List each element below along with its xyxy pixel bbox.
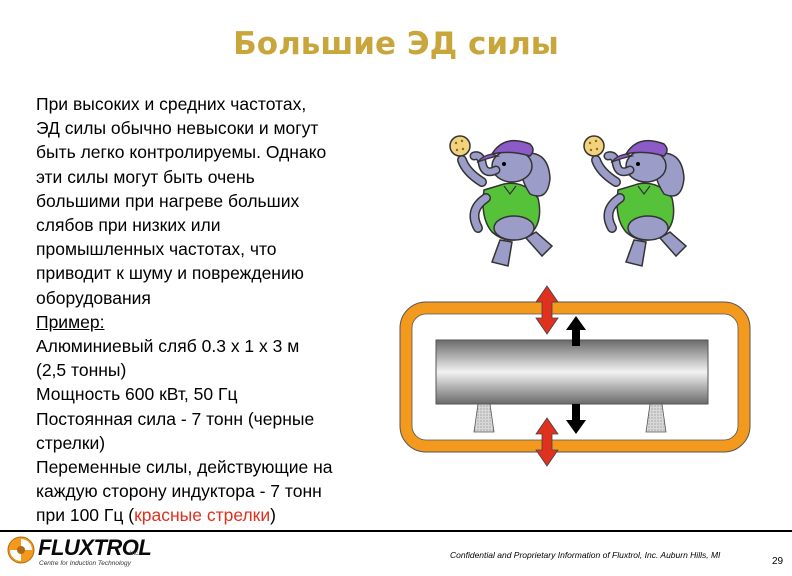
body-line: ЭД силы обычно невысоки и могут [36,118,319,139]
confidential-notice: Confidential and Proprietary Information… [450,550,721,560]
body-line: приводит к шуму и повреждению [36,263,304,284]
body-line: При высоких и средних частотах, [36,94,307,114]
example-line: Постоянная сила - 7 тонн (черные [36,408,315,429]
example-line: Мощность 600 кВт, 50 Гц [36,384,238,405]
body-line: эти силы могут быть очень [36,166,255,187]
red-arrows-label: красные стрелки [134,505,271,526]
slab-support [473,403,495,433]
fluxtrol-logo-icon [7,536,35,564]
body-line: большими при нагреве больших [36,190,300,211]
slide-title: Большие ЭД силы [233,26,559,62]
logo-tagline: Centre for Induction Technology [39,560,131,567]
example-line: (2,5 тонны) [36,360,127,381]
example-line: Алюминиевый сляб 0.3 x 1 x 3 м [36,336,300,357]
fluxtrol-logo: FLUXTROL Inc. Centre for Induction Techn… [6,535,156,573]
body-line: быть легко контролируемы. Однако [36,142,327,163]
last-line-prefix: при 100 Гц ( [36,505,135,526]
red-arrow [535,417,559,467]
example-line: каждую сторону индуктора - 7 тонн [36,481,322,502]
footer-divider [0,530,792,532]
logo-wordmark: FLUXTROL [38,535,152,560]
elephant-juggler-icon [450,136,552,266]
black-arrow [566,404,586,434]
example-last-line: при 100 Гц (красные стрелки) [36,503,396,527]
elephant-juggler-icon [584,136,686,266]
body-line: промышленных частотах, что [36,239,277,260]
body-line: оборудования [36,287,151,308]
example-line: стрелки) [36,432,106,453]
black-arrow [566,316,586,346]
example-line: Переменные силы, действующие на [36,457,333,478]
slab-support [645,403,667,433]
example-label: Пример: [36,311,105,332]
last-line-suffix: ) [270,505,276,526]
body-line: слябов при низких или [36,215,221,236]
logo-inc: Inc. [130,551,140,557]
page-number: 29 [772,556,784,567]
red-arrow [535,285,559,335]
body-text: При высоких и средних частотах, ЭД силы … [36,92,396,528]
aluminum-slab [435,339,709,405]
